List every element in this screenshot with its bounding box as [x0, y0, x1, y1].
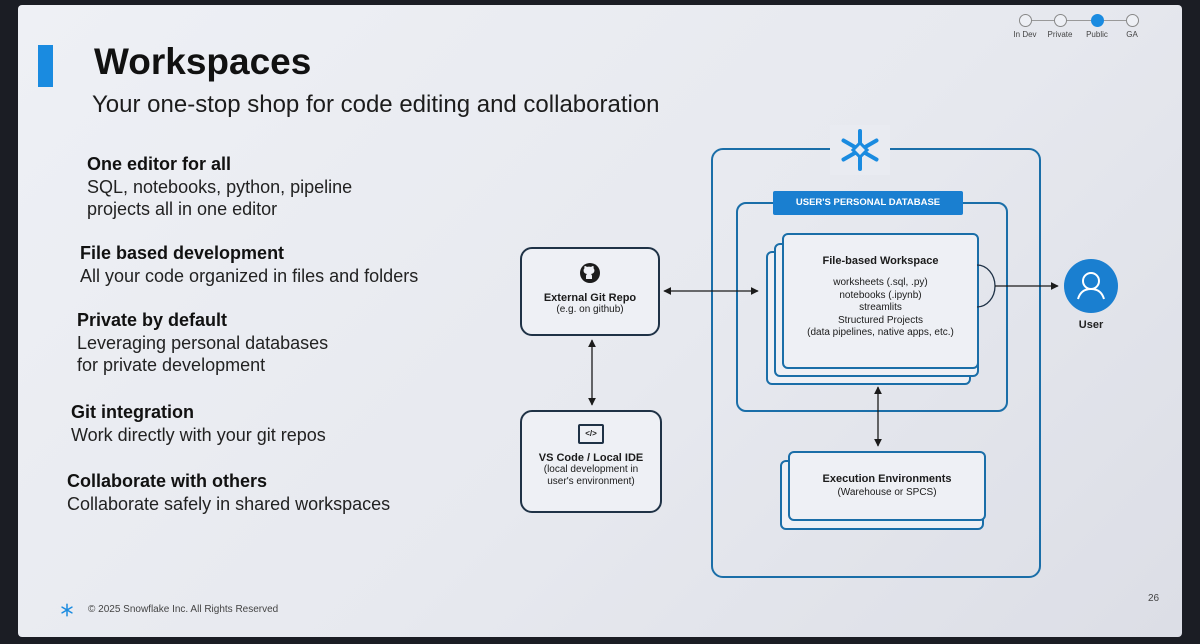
copyright-footer: © 2025 Snowflake Inc. All Rights Reserve…	[88, 604, 279, 615]
github-icon	[580, 263, 600, 283]
execution-sub: (Warehouse or SPCS)	[837, 487, 937, 498]
workspace-title: File-based Workspace	[822, 255, 939, 267]
execution-title: Execution Environments	[822, 473, 952, 485]
code-icon: </>	[578, 424, 604, 444]
feature-description: SQL, notebooks, python, pipeline project…	[87, 177, 353, 219]
stage-public: Public	[1079, 11, 1115, 39]
file-based-workspace: File-based Workspace worksheets (.sql, .…	[782, 233, 979, 369]
feature-one-editor: One editor for all SQL, notebooks, pytho…	[87, 153, 352, 220]
stage-track	[1025, 20, 1131, 21]
stage-in-dev: In Dev	[1007, 11, 1043, 39]
snowflake-icon	[841, 129, 879, 171]
stage-ga: GA	[1114, 11, 1150, 39]
feature-description: All your code organized in files and fol…	[80, 266, 419, 286]
workspace-item: Structured Projects	[837, 314, 924, 326]
feature-description: Leveraging personal databases for privat…	[77, 333, 329, 375]
footer-snowflake-icon	[61, 603, 73, 617]
execution-environments: Execution Environments (Warehouse or SPC…	[788, 451, 986, 521]
slide-title: Workspaces	[94, 41, 312, 82]
workspace-item: notebooks (.ipynb)	[839, 289, 922, 301]
git-repo-sub: (e.g. on github)	[556, 304, 624, 315]
feature-heading: Private by default	[77, 310, 228, 330]
user-icon	[1077, 272, 1105, 300]
slide: Workspaces Your one-stop shop for code e…	[18, 5, 1182, 637]
feature-heading: Git integration	[71, 402, 194, 422]
workspace-item: worksheets (.sql, .py)	[833, 277, 928, 288]
stage-label: Public	[1086, 30, 1108, 39]
accent-bar	[38, 45, 53, 87]
workspace-interface-arc	[976, 264, 996, 308]
vscode-local-ide: </> VS Code / Local IDE (local developme…	[520, 410, 662, 513]
feature-description: Work directly with your git repos	[71, 425, 326, 445]
workspace-items: worksheets (.sql, .py) notebooks (.ipynb…	[784, 277, 977, 340]
release-stage-indicator: In Dev Private Public GA	[1013, 11, 1153, 47]
page-number: 26	[1148, 593, 1160, 604]
external-git-repo: External Git Repo (e.g. on github)	[520, 247, 660, 336]
personal-database-label: USER'S PERSONAL DATABASE	[773, 191, 963, 215]
feature-heading: File based development	[80, 243, 285, 263]
feature-heading: Collaborate with others	[67, 471, 268, 491]
feature-heading: One editor for all	[87, 154, 232, 174]
snowflake-logo	[830, 125, 890, 175]
vscode-title: VS Code / Local IDE	[538, 452, 644, 464]
stage-label: In Dev	[1013, 30, 1037, 39]
slide-subtitle: Your one-stop shop for code editing and …	[92, 91, 660, 118]
feature-collaborate: Collaborate with others Collaborate safe…	[67, 470, 390, 515]
stage-label: GA	[1126, 30, 1138, 39]
feature-git: Git integration Work directly with your …	[71, 401, 326, 446]
workspace-item: (data pipelines, native apps, etc.)	[807, 327, 954, 338]
stage-dot	[1125, 14, 1139, 27]
git-repo-title: External Git Repo	[543, 292, 637, 304]
user-avatar	[1064, 259, 1118, 313]
vscode-sub: (local development in user's environment…	[543, 464, 639, 487]
user-label: User	[1078, 319, 1104, 331]
workspace-item: streamlits	[859, 302, 902, 313]
feature-private: Private by default Leveraging personal d…	[77, 309, 328, 376]
stage-dot	[1018, 14, 1032, 27]
feature-file-based: File based development All your code org…	[80, 242, 418, 287]
diagram-connectors	[588, 264, 1059, 447]
stage-dot-active	[1090, 14, 1104, 27]
stage-private: Private	[1042, 11, 1078, 39]
feature-description: Collaborate safely in shared workspaces	[67, 494, 391, 514]
stage-label: Private	[1047, 30, 1073, 39]
stage-dot	[1053, 14, 1067, 27]
